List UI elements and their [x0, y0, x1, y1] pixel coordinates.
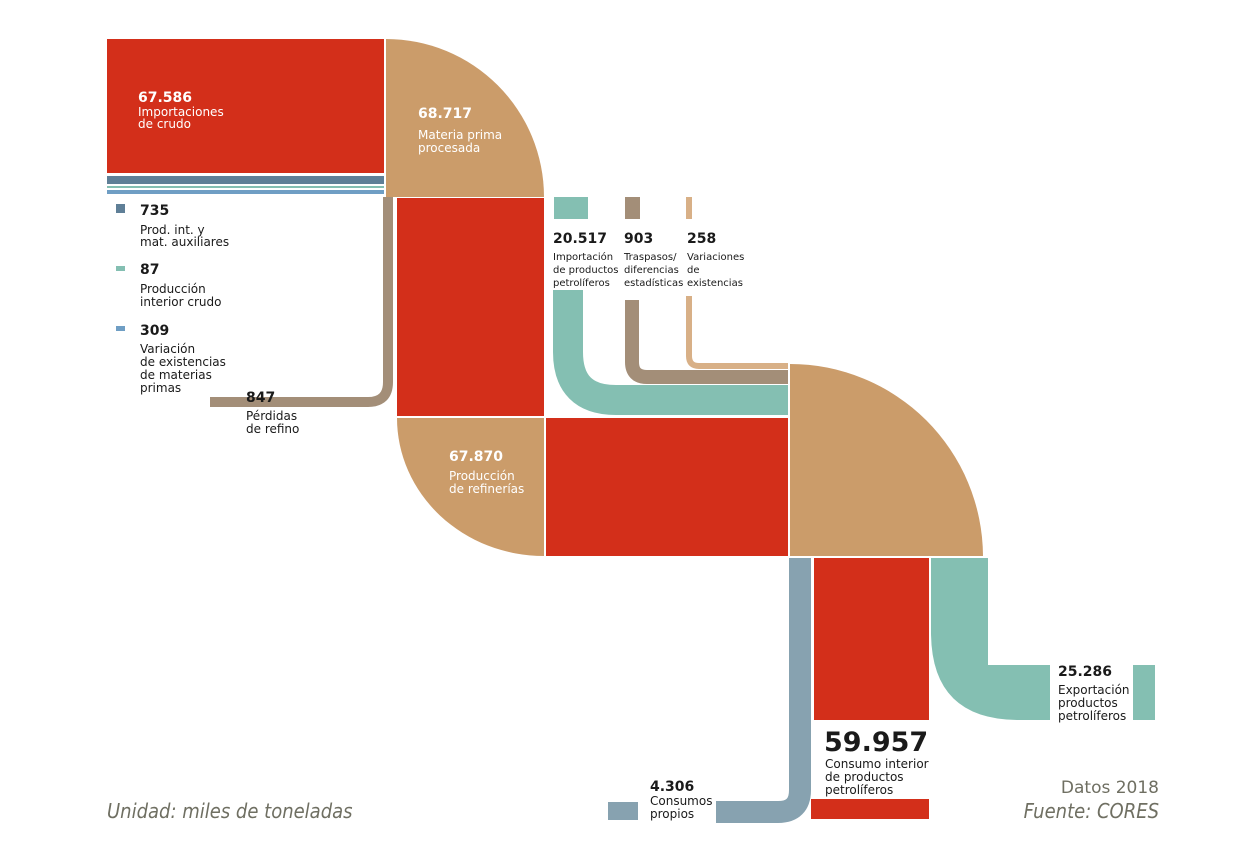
materia-prima-quarter	[386, 39, 544, 197]
refinery-vertical-block	[397, 198, 544, 416]
consumo-interior-label-1: Consumo interior	[825, 757, 929, 771]
legend-label-prod-int-2: mat. auxiliares	[140, 235, 230, 249]
exportacion-value: 25.286	[1058, 664, 1113, 680]
consumo-interior-bar	[811, 799, 929, 819]
traspasos-label-2: diferencias	[624, 265, 679, 276]
importacion-productos-stub	[554, 197, 588, 219]
exportacion-label-1: Exportación	[1058, 683, 1130, 697]
traspasos-flow	[625, 300, 788, 384]
traspasos-label-3: estadísticas	[624, 278, 684, 289]
materia-prima-label-1: Materia prima	[418, 128, 503, 142]
consumo-interior-value: 59.957	[824, 727, 929, 758]
consumos-propios-flow	[716, 558, 811, 823]
traspasos-stub	[625, 197, 640, 219]
materia-prima-label-2: procesada	[418, 141, 481, 155]
source-note: Fuente: CORES	[1023, 799, 1159, 823]
importacion-productos-label-3: petrolíferos	[553, 278, 610, 289]
legend-icon-produccion-crudo	[116, 266, 125, 271]
exportacion-label-3: petrolíferos	[1058, 709, 1127, 723]
importacion-productos-label-1: Importación	[553, 252, 614, 263]
consumo-interior-block	[814, 558, 929, 720]
variaciones-value: 258	[687, 231, 717, 247]
variaciones-label-3: existencias	[687, 278, 743, 289]
legend-label-prod-int-1: Prod. int. y	[140, 223, 205, 237]
legend-label-variacion-3: de materias	[140, 368, 212, 382]
produccion-interior-crudo-bar	[107, 186, 384, 188]
traspasos-label-1: Traspasos/	[624, 252, 677, 263]
importaciones-crudo-block	[107, 39, 384, 173]
consumos-propios-value: 4.306	[650, 779, 695, 795]
importacion-productos-label-2: de productos	[553, 265, 619, 276]
unit-note: Unidad: miles de toneladas	[107, 799, 353, 823]
legend-value-variacion: 309	[140, 323, 170, 339]
exportacion-bar	[1133, 665, 1155, 720]
legend-icon-variacion	[116, 326, 125, 331]
legend-value-prod-int: 735	[140, 203, 170, 219]
legend-label-produccion-crudo-1: Producción	[140, 282, 206, 296]
consumo-interior-label-2: de productos	[825, 770, 904, 784]
legend-icon-prod-int	[116, 204, 125, 213]
materia-prima-value: 68.717	[418, 106, 473, 122]
exportacion-flow	[931, 558, 1050, 720]
perdidas-flow	[210, 197, 393, 407]
importaciones-label-1: Importaciones	[138, 105, 224, 119]
variaciones-flow	[686, 296, 788, 369]
consumos-propios-label-1: Consumos	[650, 794, 713, 808]
importaciones-value: 67.586	[138, 90, 193, 106]
importacion-productos-flow	[553, 290, 788, 415]
prod-int-aux-bar	[107, 176, 384, 184]
produccion-refinerias-label-2: de refinerías	[449, 482, 525, 496]
importaciones-label-2: de crudo	[138, 117, 191, 131]
produccion-refinerias-label-1: Producción	[449, 469, 515, 483]
perdidas-value: 847	[246, 390, 276, 406]
variaciones-label-1: Variaciones	[687, 252, 745, 263]
productos-quarter	[790, 364, 983, 556]
variaciones-label-2: de	[687, 265, 700, 276]
traspasos-value: 903	[624, 231, 654, 247]
data-year: Datos 2018	[1060, 778, 1159, 798]
refinery-horizontal-block	[546, 418, 788, 556]
consumo-interior-label-3: petrolíferos	[825, 783, 894, 797]
legend-label-variacion-1: Variación	[140, 342, 196, 356]
importacion-productos-value: 20.517	[553, 231, 608, 247]
legend-label-produccion-crudo-2: interior crudo	[140, 295, 222, 309]
produccion-refinerias-quarter	[397, 418, 544, 556]
variacion-existencias-bar	[107, 190, 384, 194]
legend-label-variacion-4: primas	[140, 381, 182, 395]
consumos-propios-bar	[608, 802, 638, 820]
produccion-refinerias-value: 67.870	[449, 449, 504, 465]
perdidas-label-2: de refino	[246, 422, 300, 436]
perdidas-label-1: Pérdidas	[246, 409, 298, 423]
consumos-propios-label-2: propios	[650, 807, 695, 821]
legend-value-produccion-crudo: 87	[140, 262, 160, 278]
exportacion-label-2: productos	[1058, 696, 1118, 710]
legend-label-variacion-2: de existencias	[140, 355, 226, 369]
variaciones-stub	[686, 197, 692, 219]
